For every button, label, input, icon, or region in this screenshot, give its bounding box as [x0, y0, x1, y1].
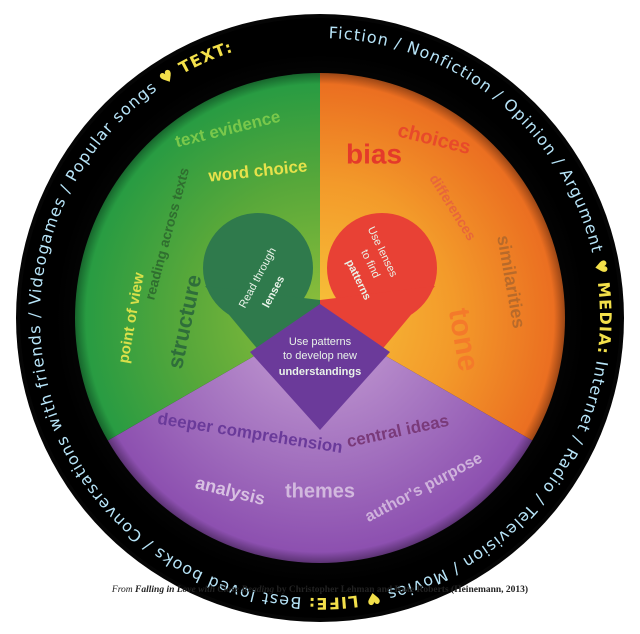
caption-prefix: From	[111, 585, 136, 595]
caption-book-title: Falling in Love with Close Reading	[135, 585, 275, 595]
ring-media-tag: MEDIA:	[594, 281, 615, 356]
heart-icon: ♥	[589, 251, 613, 283]
heart-bottom-line3: understandings	[279, 366, 362, 378]
ring-life-tag: LIFE:	[307, 592, 359, 614]
heart-bottom-point	[250, 304, 390, 430]
label-themes: themes	[285, 480, 355, 502]
label-bias: bias	[346, 138, 402, 169]
heart-bottom-line2: to develop new	[283, 350, 357, 362]
heart-bottom-line1: Use patterns	[289, 336, 352, 348]
caption-authors: by Christopher Lehman and Kate Roberts (…	[274, 585, 529, 595]
source-caption: From Falling in Love with Close Reading …	[0, 585, 640, 595]
